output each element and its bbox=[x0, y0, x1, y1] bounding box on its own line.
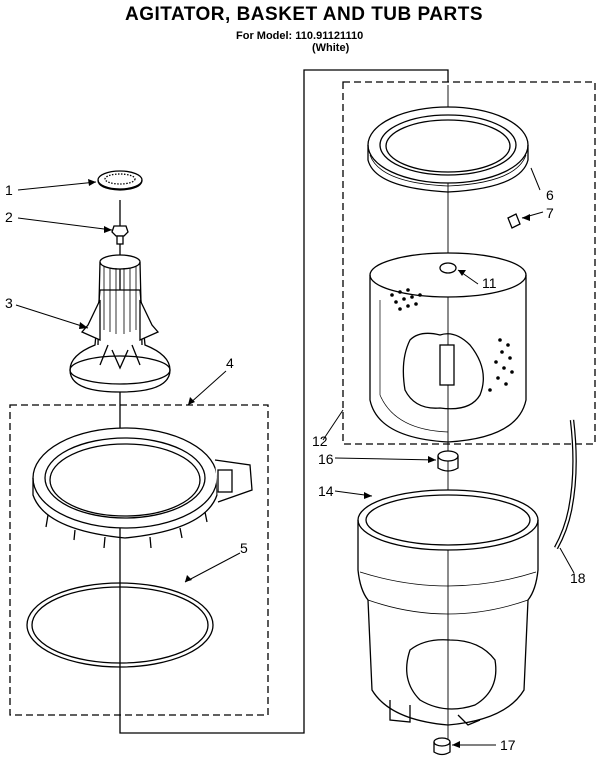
callout-2: 2 bbox=[5, 209, 13, 225]
callout-14: 14 bbox=[318, 483, 334, 499]
callout-5: 5 bbox=[240, 540, 248, 556]
tub-ring-group-box bbox=[9, 404, 269, 716]
callout-16: 16 bbox=[318, 451, 334, 467]
color-line: (White) bbox=[311, 42, 350, 54]
model-subtitle: For Model: 110.91121110 (White) bbox=[236, 30, 363, 54]
basket-group-box bbox=[342, 81, 596, 445]
leader-lines bbox=[15, 167, 575, 746]
callout-12: 12 bbox=[312, 433, 328, 449]
connector-line bbox=[119, 69, 449, 734]
callout-18: 18 bbox=[570, 570, 586, 586]
spanner-nut-part[interactable] bbox=[437, 450, 459, 472]
arrow-heads bbox=[79, 179, 530, 748]
tub-ring-part[interactable] bbox=[32, 427, 253, 549]
callout-3: 3 bbox=[5, 295, 13, 311]
basket-part[interactable] bbox=[369, 252, 527, 443]
hose-part[interactable] bbox=[554, 419, 577, 550]
clip-part[interactable] bbox=[507, 213, 521, 229]
agitator-cap-part[interactable] bbox=[97, 170, 143, 191]
callout-17: 17 bbox=[500, 737, 516, 753]
balance-ring-part[interactable] bbox=[367, 106, 529, 193]
callout-7: 7 bbox=[546, 205, 554, 221]
outer-tub-part[interactable] bbox=[357, 489, 539, 726]
callout-1: 1 bbox=[5, 182, 13, 198]
page-title: AGITATOR, BASKET AND TUB PARTS bbox=[124, 4, 484, 25]
model-line: For Model: 110.91121110 bbox=[236, 30, 364, 42]
agitator-part[interactable] bbox=[69, 254, 171, 393]
tub-gasket-part[interactable] bbox=[26, 582, 214, 668]
agitator-bolt-part[interactable] bbox=[111, 225, 129, 245]
callout-labels: 1 2 3 4 5 6 7 11 12 14 16 17 18 bbox=[5, 182, 586, 753]
callout-11: 11 bbox=[482, 275, 497, 291]
callout-6: 6 bbox=[546, 187, 554, 203]
callout-4: 4 bbox=[226, 355, 234, 371]
tub-seal-part[interactable] bbox=[433, 737, 451, 756]
